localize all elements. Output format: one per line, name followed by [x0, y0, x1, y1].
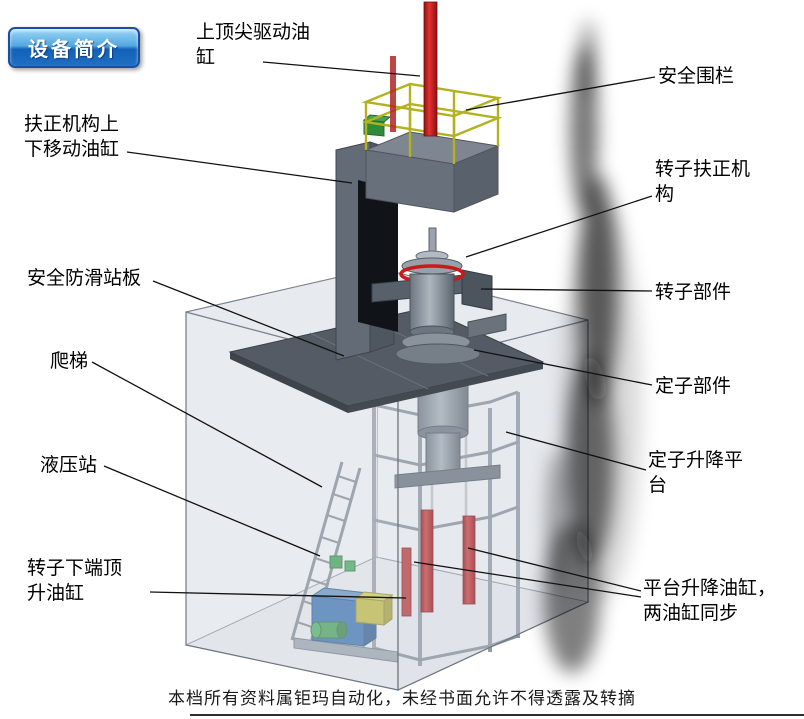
- shadow-smear: [544, 20, 642, 673]
- callout-stator-component: 定子部件: [655, 376, 732, 397]
- rotor-assembly-graphic: [371, 227, 507, 365]
- callout-rotor-centering-mechanism: 转子扶正机构: [655, 159, 751, 206]
- callout-rotor-bottom-jack-cylinder: 转子下端顶升油缸: [27, 558, 123, 605]
- leader-lines: [91, 61, 656, 599]
- bottom-divider: [190, 714, 804, 716]
- callout-safety-fence: 安全围栏: [658, 66, 735, 87]
- lift-cylinder-rods: [401, 509, 476, 617]
- callout-anti-slip-platform: 安全防滑站板: [27, 268, 142, 289]
- callout-rotor-component: 转子部件: [655, 282, 732, 303]
- top-drive-cylinder-rod: [390, 1, 438, 137]
- copyright-notice: 本档所有资料属钜玛自动化，未经书面允许不得透露及转摘: [168, 689, 636, 708]
- callout-stator-lift-platform: 定子升降平台: [648, 450, 744, 497]
- title-badge: 设备简介: [8, 27, 140, 68]
- callout-centering-updown-cylinder: 扶正机构上下移动油缸: [24, 114, 120, 161]
- callout-platform-lift-cylinders: 平台升降油缸，两油缸同步: [643, 578, 777, 625]
- callout-hydraulic-station: 液压站: [40, 455, 98, 476]
- callout-ladder: 爬梯: [50, 351, 89, 372]
- callout-top-tip-drive-cylinder: 上顶尖驱动油缸: [196, 22, 311, 69]
- anti-slip-plate-graphic: [228, 307, 545, 413]
